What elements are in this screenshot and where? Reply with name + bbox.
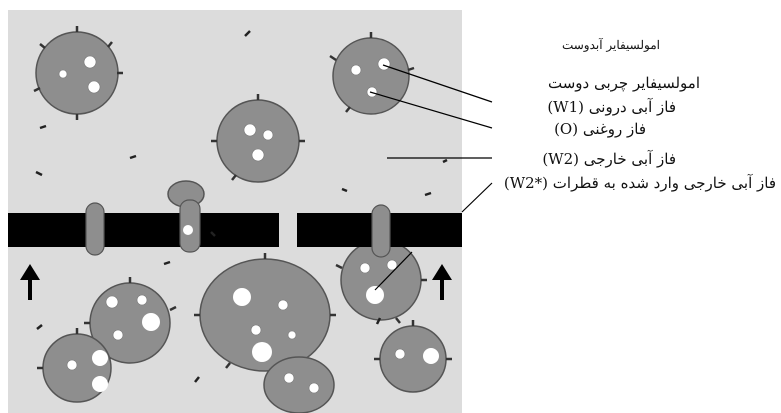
pore-droplet — [85, 202, 105, 256]
oil-droplet — [37, 328, 112, 403]
label-outer-aqueous-entered: فاز آبی خارجی وارد شده به قطرات (W2*) — [486, 174, 776, 192]
oil-droplet — [374, 320, 452, 393]
outer-aqueous-entered-text: فاز آبی خارجی وارد شده به قطرات — [552, 174, 776, 192]
free-emulsifiers — [35, 30, 448, 383]
label-oil-phase: فاز روغنی (O) — [496, 120, 646, 138]
up-arrow-icon — [20, 264, 40, 300]
oil-phase-text: فاز روغنی — [582, 120, 646, 138]
label-lipophilic-emulsifier: امولسیفایر چربی دوست — [547, 74, 700, 92]
leader-lines — [369, 64, 493, 291]
outer-aqueous-text: فاز آبی خارجی — [583, 150, 676, 168]
oil-droplet — [194, 253, 336, 372]
outer-aqueous-entered-symbol: (W2*) — [503, 174, 549, 192]
label-inner-aqueous-phase: فاز آبی درونی (W1) — [496, 98, 676, 116]
inner-aqueous-symbol: (W1) — [547, 98, 584, 116]
oil-droplet — [329, 32, 415, 115]
label-outer-aqueous-phase: فاز آبی خارجی (W2) — [496, 150, 676, 168]
outer-aqueous-symbol: (W2) — [542, 150, 579, 168]
membrane-left — [8, 213, 279, 247]
oil-droplet — [263, 356, 335, 413]
inner-aqueous-text: فاز آبی درونی — [588, 98, 676, 116]
oil-droplet — [33, 26, 123, 120]
oil-phase-symbol: (O) — [554, 120, 579, 138]
label-hydrophilic-emulsifier: امولسیفایر آبدوست — [561, 38, 660, 52]
oil-droplet — [84, 277, 177, 364]
oil-droplet — [211, 94, 305, 183]
pore-droplet — [371, 204, 391, 258]
up-arrow-icon — [432, 264, 452, 300]
